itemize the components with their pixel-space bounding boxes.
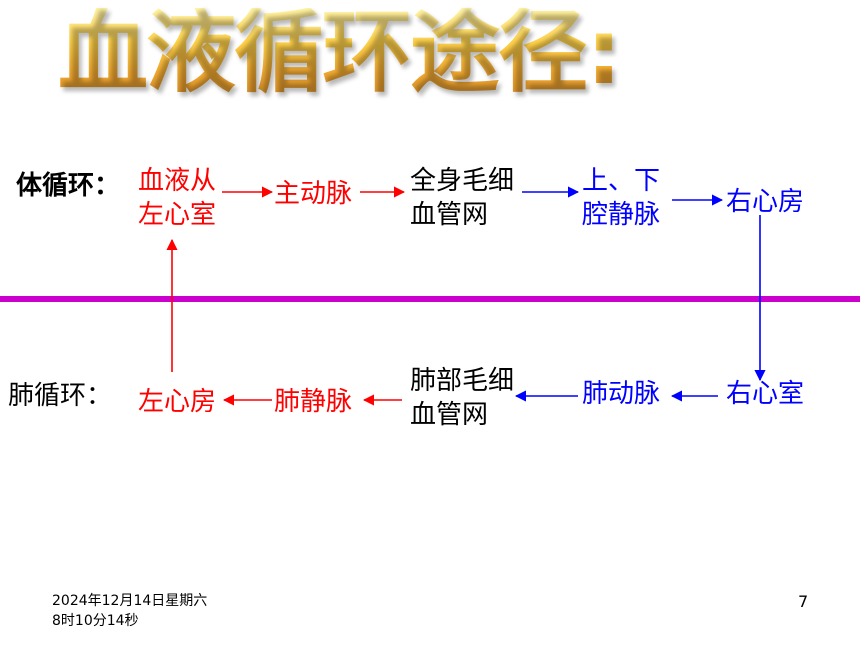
- pulmonary-circulation-label: 肺循环：: [8, 381, 113, 411]
- systemic-capillary-line2: 血管网: [410, 200, 489, 230]
- pulmonary-artery-node: 肺动脉: [582, 379, 661, 409]
- footer-date: 2024年12月14日星期六: [52, 593, 208, 609]
- systemic-capillary-node: 全身毛细 血管网: [410, 164, 514, 232]
- vena-cava-line1: 上、下: [582, 166, 661, 196]
- page-number: 7: [798, 592, 809, 611]
- systemic-start-node: 血液从 左心室: [138, 164, 216, 232]
- footer-time: 8时10分14秒: [52, 613, 139, 629]
- systemic-start-line1: 血液从: [138, 166, 217, 196]
- vena-cava-line2: 腔静脉: [582, 200, 661, 230]
- pulmonary-capillary-line1: 肺部毛细: [410, 366, 515, 396]
- aorta-node: 主动脉: [274, 179, 353, 209]
- systemic-capillary-line1: 全身毛细: [410, 166, 515, 196]
- left-atrium-node: 左心房: [138, 387, 217, 417]
- section-divider: [0, 296, 860, 302]
- right-atrium-node: 右心房: [726, 187, 805, 217]
- systemic-circulation-label: 体循环：: [16, 171, 121, 201]
- systemic-start-line2: 左心室: [138, 200, 217, 230]
- pulmonary-capillary-line2: 血管网: [410, 400, 489, 430]
- slide-title: 血液循环途径:: [58, 0, 622, 105]
- pulmonary-vein-node: 肺静脉: [274, 387, 353, 417]
- vena-cava-node: 上、下 腔静脉: [582, 164, 660, 232]
- right-ventricle-node: 右心室: [726, 379, 805, 409]
- pulmonary-capillary-node: 肺部毛细 血管网: [410, 364, 514, 432]
